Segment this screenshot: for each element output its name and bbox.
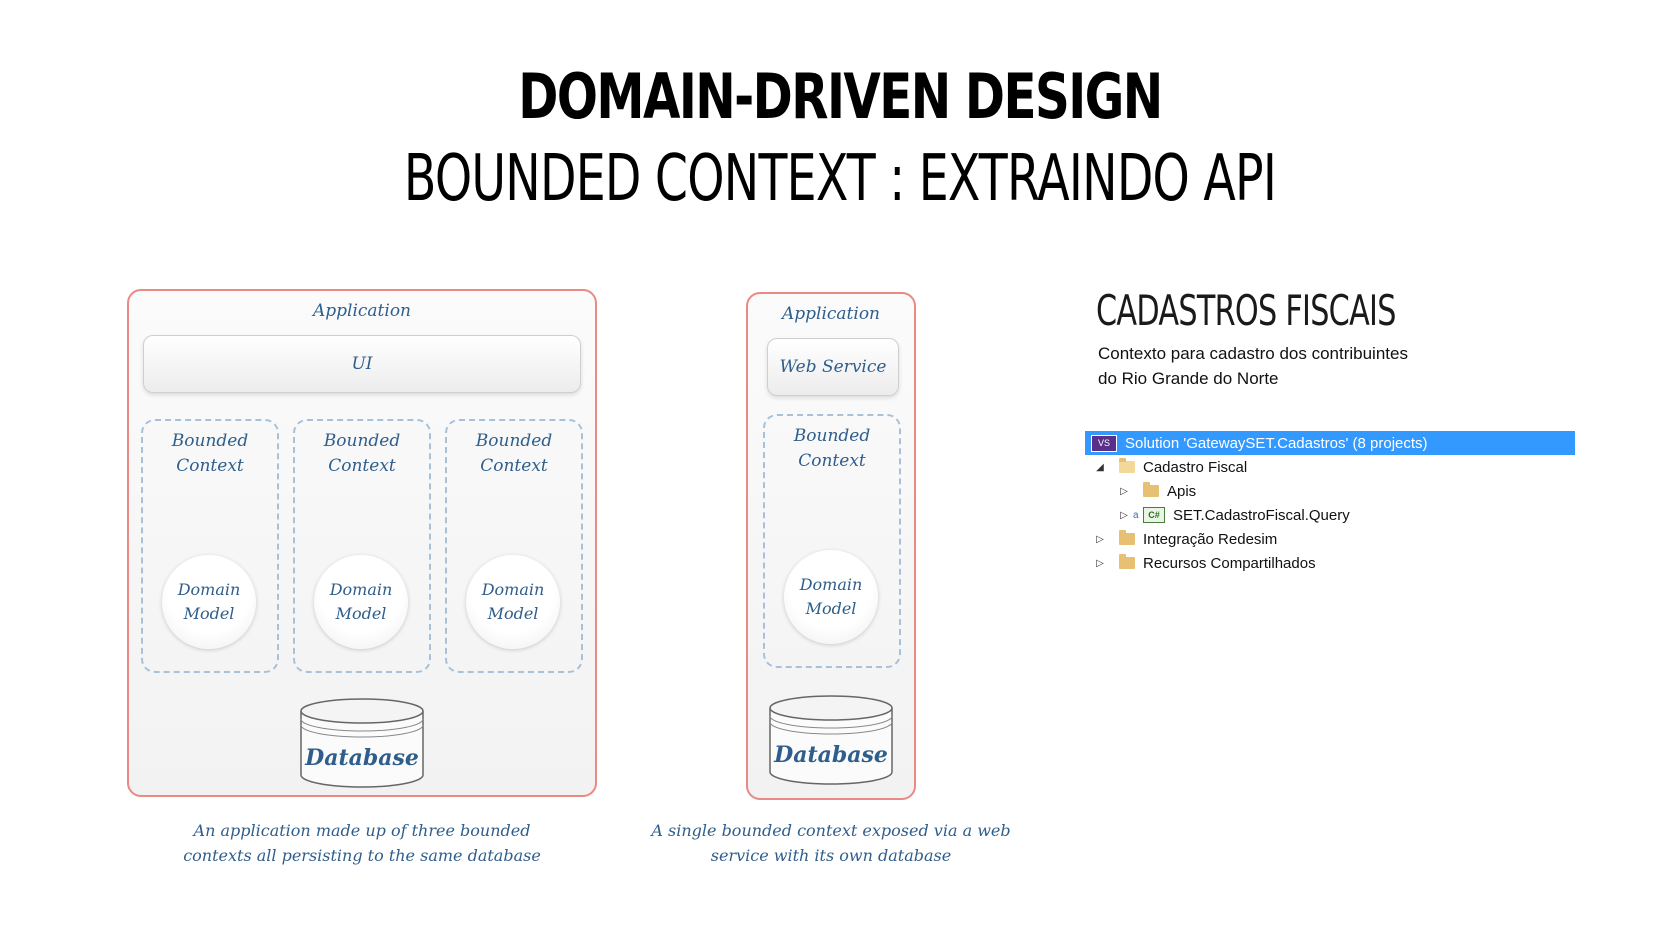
expanded-triangle-icon[interactable]: ◢ bbox=[1096, 461, 1104, 473]
application-box-right: Application Web Service Bounded Context … bbox=[746, 292, 916, 800]
caption-line: service with its own database bbox=[710, 846, 952, 865]
application-label: Application bbox=[781, 304, 881, 324]
bounded-context-label: Bounded bbox=[793, 426, 871, 446]
database-cylinder: Database bbox=[768, 694, 894, 786]
section-description: Contexto para cadastro dos contribuintes… bbox=[1098, 341, 1478, 391]
bounded-context-label: Bounded bbox=[323, 431, 401, 451]
collapsed-triangle-icon[interactable]: ▷ bbox=[1096, 557, 1104, 569]
application-label: Application bbox=[312, 301, 412, 321]
database-icon bbox=[300, 698, 424, 788]
caption-line: An application made up of three bounded bbox=[193, 821, 531, 840]
domain-model-label: Domain bbox=[329, 580, 393, 599]
web-service-bar: Web Service bbox=[767, 338, 899, 396]
page-title: DOMAIN-DRIVEN DESIGN bbox=[518, 60, 1163, 133]
caption-left: An application made up of three bounded … bbox=[127, 818, 597, 868]
lock-icon: a bbox=[1133, 509, 1139, 521]
tree-item-set-cadastrofiscal-query[interactable]: ▷ a C# SET.CadastroFiscal.Query bbox=[1085, 503, 1575, 527]
visual-studio-solution-icon: VS bbox=[1091, 434, 1117, 452]
caption-line: A single bounded context exposed via a w… bbox=[651, 821, 1011, 840]
page-subtitle: BOUNDED CONTEXT : EXTRAINDO API bbox=[403, 142, 1277, 216]
tree-item-label: SET.CadastroFiscal.Query bbox=[1173, 506, 1350, 524]
database-label: Database bbox=[774, 742, 888, 768]
domain-model-label: Model bbox=[335, 604, 387, 623]
collapsed-triangle-icon[interactable]: ▷ bbox=[1120, 485, 1128, 497]
database-icon bbox=[769, 695, 893, 785]
bounded-context-label: Context bbox=[176, 456, 244, 476]
solution-label: Solution 'GatewaySET.Cadastros' (8 proje… bbox=[1125, 434, 1428, 452]
folder-icon bbox=[1143, 482, 1159, 497]
csharp-project-icon: C# bbox=[1143, 507, 1165, 523]
description-line: Contexto para cadastro dos contribuintes bbox=[1098, 344, 1408, 363]
domain-model-label: Model bbox=[805, 599, 857, 618]
domain-model-label: Domain bbox=[799, 575, 863, 594]
tree-item-apis[interactable]: ▷ Apis bbox=[1085, 479, 1575, 503]
folder-open-icon bbox=[1119, 458, 1135, 473]
database-cylinder: Database bbox=[299, 697, 425, 789]
tree-item-recursos-compartilhados[interactable]: ▷ Recursos Compartilhados bbox=[1085, 551, 1575, 575]
bounded-context-label: Bounded bbox=[171, 431, 249, 451]
database-label: Database bbox=[305, 745, 419, 771]
tree-item-label: Apis bbox=[1167, 482, 1197, 500]
tree-item-label: Integração Redesim bbox=[1143, 530, 1278, 548]
folder-icon bbox=[1119, 530, 1135, 545]
domain-model-label: Model bbox=[487, 604, 539, 623]
collapsed-triangle-icon[interactable]: ▷ bbox=[1120, 509, 1128, 521]
bounded-context-label: Bounded bbox=[475, 431, 553, 451]
bounded-context-label: Context bbox=[480, 456, 548, 476]
caption-right: A single bounded context exposed via a w… bbox=[646, 818, 1016, 868]
tree-item-label: Cadastro Fiscal bbox=[1143, 458, 1248, 476]
folder-icon bbox=[1119, 554, 1135, 569]
bounded-context-label: Context bbox=[328, 456, 396, 476]
solution-node[interactable]: VS Solution 'GatewaySET.Cadastros' (8 pr… bbox=[1085, 431, 1575, 455]
tree-item-integracao-redesim[interactable]: ▷ Integração Redesim bbox=[1085, 527, 1575, 551]
description-line: do Rio Grande do Norte bbox=[1098, 369, 1279, 388]
bounded-context-label: Context bbox=[798, 451, 866, 471]
caption-line: contexts all persisting to the same data… bbox=[183, 846, 541, 865]
section-title: CADASTROS FISCAIS bbox=[1096, 286, 1396, 335]
tree-item-label: Recursos Compartilhados bbox=[1143, 554, 1316, 572]
domain-model-label: Domain bbox=[177, 580, 241, 599]
ui-bar: UI bbox=[143, 335, 581, 393]
solution-explorer-tree: VS Solution 'GatewaySET.Cadastros' (8 pr… bbox=[1085, 431, 1575, 575]
collapsed-triangle-icon[interactable]: ▷ bbox=[1096, 533, 1104, 545]
domain-model-label: Model bbox=[183, 604, 235, 623]
domain-model-label: Domain bbox=[481, 580, 545, 599]
tree-item-cadastro-fiscal[interactable]: ◢ Cadastro Fiscal bbox=[1085, 455, 1575, 479]
